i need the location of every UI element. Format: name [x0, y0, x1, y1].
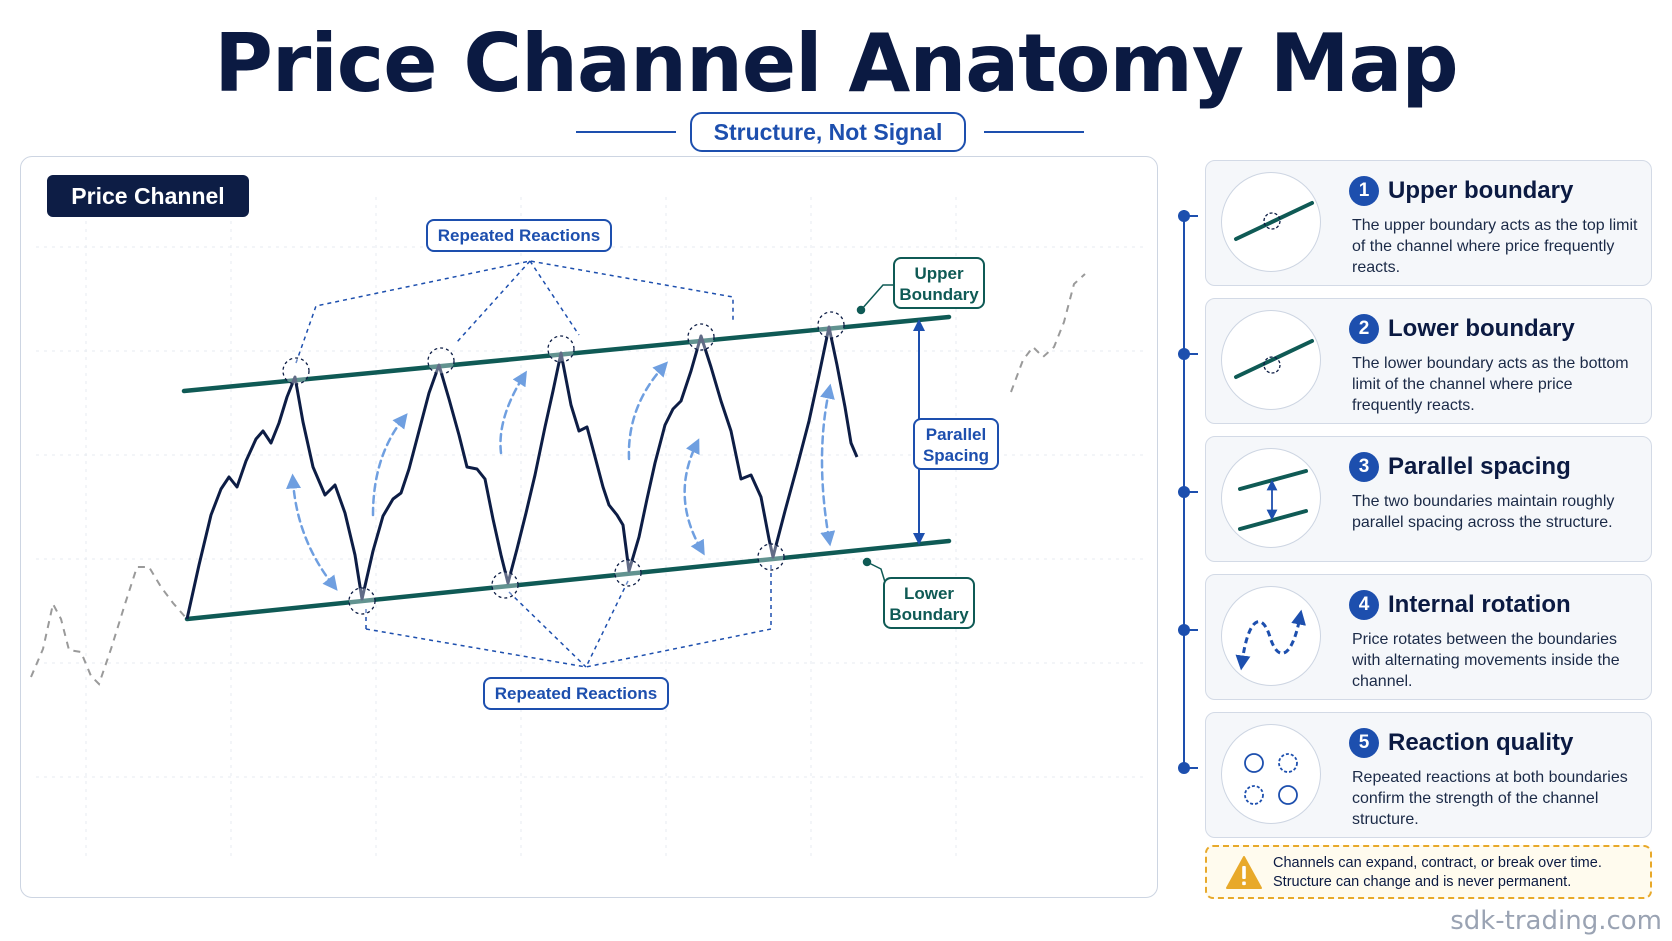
upper-line-icon [1234, 201, 1314, 241]
price-before-dashed [30, 566, 188, 686]
lower-boundary-label-line1: Lower [903, 584, 955, 603]
repeated-reactions-bottom-callout: Repeated Reactions [483, 677, 669, 710]
footer-url: sdk-trading.com [1450, 906, 1662, 936]
upper-boundary-label-line1: Upper [914, 264, 964, 283]
diagram-panel: Price Channel Repeated Reactions Repeate… [20, 156, 1158, 898]
subtitle-left-rule [576, 131, 676, 133]
card-title-parallel-spacing: Parallel spacing [1388, 453, 1571, 480]
channel-diagram [30, 197, 1146, 857]
parallel-spacing-label-line2: Spacing [922, 446, 990, 465]
lower-boundary-line [184, 538, 952, 622]
card-number-3: 3 [1349, 452, 1379, 482]
card-body-upper-boundary: The upper boundary acts as the top limit… [1352, 217, 1638, 276]
reaction-circles [282, 311, 845, 615]
price-path [185, 325, 859, 620]
parallel-spacing-callout: Parallel Spacing [913, 418, 999, 470]
card-number-2: 2 [1349, 314, 1379, 344]
warning-line-1: Channels can expand, contract, or break … [1273, 855, 1602, 871]
upper-boundary-label-line2: Boundary [899, 285, 979, 304]
parallel-lines-icon [1238, 469, 1308, 531]
top-reaction-connectors [295, 260, 734, 364]
card-number-4: 4 [1349, 590, 1379, 620]
rotation-arrows [286, 361, 836, 591]
repeated-reactions-bottom-label: Repeated Reactions [494, 684, 658, 703]
card-title-upper-boundary: Upper boundary [1388, 177, 1574, 204]
warning-icon [1226, 856, 1262, 889]
price-channel-tag: Price Channel [47, 175, 249, 217]
warning-note: Channels can expand, contract, or break … [1205, 845, 1652, 899]
subtitle-row: Structure, Not Signal [0, 112, 1672, 152]
card-upper-boundary: 1 Upper boundary The upper boundary acts… [1205, 160, 1652, 286]
card-body-parallel-spacing: The two boundaries maintain roughly para… [1352, 493, 1615, 531]
reaction-circles-icon [1244, 753, 1298, 805]
card-body-lower-boundary: The lower boundary acts as the bottom li… [1352, 355, 1629, 414]
subtitle-pill: Structure, Not Signal [690, 112, 966, 152]
lower-boundary-callout: Lower Boundary [883, 577, 975, 629]
subtitle-right-rule [984, 131, 1084, 133]
page-title: Price Channel Anatomy Map [214, 17, 1458, 110]
card-body-reaction-quality: Repeated reactions at both boundaries co… [1352, 769, 1628, 828]
card-body-internal-rotation: Price rotates between the boundaries wit… [1352, 631, 1620, 690]
repeated-reactions-top-label: Repeated Reactions [437, 226, 601, 245]
price-after-dashed [1010, 273, 1086, 393]
card-parallel-spacing: 3 Parallel spacing The two boundaries ma… [1205, 436, 1652, 562]
parallel-spacing-label-line1: Parallel [925, 425, 987, 444]
card-reaction-quality: 5 Reaction quality Repeated reactions at… [1205, 712, 1652, 838]
upper-boundary-callout: Upper Boundary [893, 257, 985, 309]
card-title-reaction-quality: Reaction quality [1388, 729, 1574, 756]
lower-boundary-label-line2: Boundary [889, 605, 969, 624]
bottom-reaction-connectors [365, 565, 772, 668]
card-title-internal-rotation: Internal rotation [1388, 591, 1571, 618]
card-timeline [1176, 210, 1198, 780]
card-number-1: 1 [1349, 176, 1379, 206]
card-title-lower-boundary: Lower boundary [1388, 315, 1575, 342]
wave-arrows-icon [1235, 609, 1306, 671]
card-lower-boundary: 2 Lower boundary The lower boundary acts… [1205, 298, 1652, 424]
repeated-reactions-top-callout: Repeated Reactions [426, 219, 612, 252]
boundary-leaders [856, 284, 893, 596]
card-internal-rotation: 4 Internal rotation Price rotates betwee… [1205, 574, 1652, 700]
warning-line-2: Structure can change and is never perman… [1273, 874, 1572, 890]
upper-boundary-line [181, 314, 952, 394]
card-number-5: 5 [1349, 728, 1379, 758]
lower-line-icon [1234, 339, 1314, 379]
